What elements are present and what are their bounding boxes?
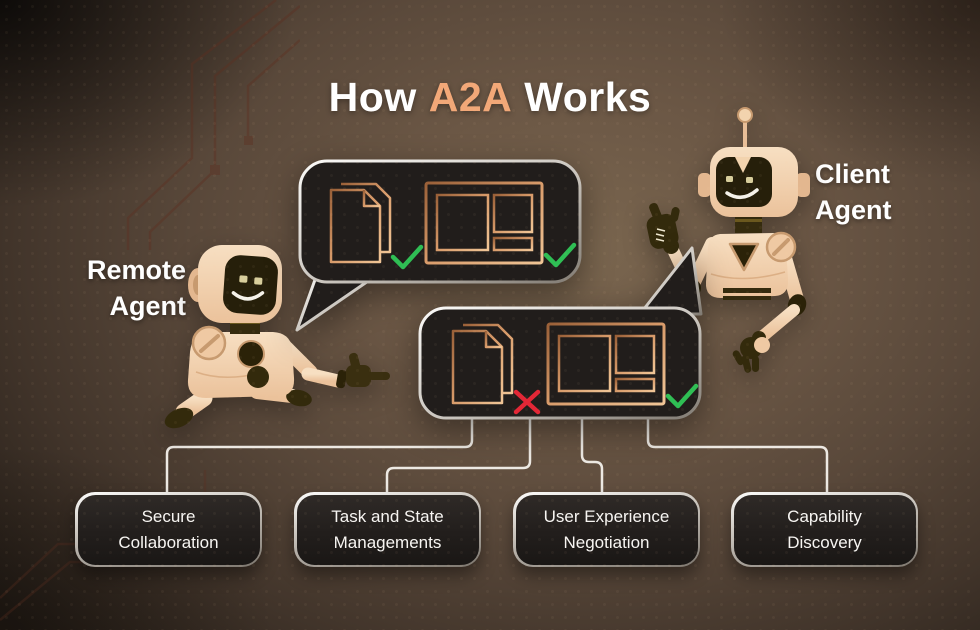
waving-hand bbox=[646, 202, 680, 249]
connector-line-4 bbox=[646, 418, 829, 494]
feature-label: Capability bbox=[787, 506, 862, 526]
check-icon bbox=[665, 383, 699, 409]
documents-icon bbox=[451, 323, 514, 405]
feature-label: Managements bbox=[333, 532, 442, 552]
title-pre: How bbox=[328, 74, 417, 120]
hanging-hand bbox=[732, 337, 770, 373]
feature-label: Discovery bbox=[787, 532, 862, 552]
layout-window-icon bbox=[546, 322, 666, 406]
title-post: Works bbox=[524, 74, 652, 120]
feature-box-user-experience-negotiation: User Experience Negotiation bbox=[513, 492, 700, 567]
feature-label: Secure bbox=[141, 506, 196, 526]
layout-window-icon bbox=[424, 181, 544, 265]
connector-line-1 bbox=[165, 418, 474, 494]
documents-icon bbox=[329, 182, 392, 264]
remote-agent-label: Remote Agent bbox=[86, 255, 186, 321]
title-highlight: A2A bbox=[428, 74, 513, 120]
feature-box-capability-discovery: Capability Discovery bbox=[731, 492, 918, 567]
check-icon bbox=[543, 242, 577, 268]
feature-box-task-state-managements: Task and State Managements bbox=[294, 492, 481, 567]
pointing-hand bbox=[346, 352, 390, 387]
feature-label: Negotiation bbox=[563, 532, 650, 552]
cross-icon bbox=[513, 389, 541, 415]
remote-agent-speech-bubble bbox=[295, 159, 582, 332]
remote-agent-robot bbox=[164, 245, 390, 429]
client-agent-label: Client Agent bbox=[815, 159, 892, 225]
feature-label: Task and State bbox=[331, 506, 444, 526]
feature-label: Collaboration bbox=[118, 532, 219, 552]
speech-tail bbox=[295, 275, 376, 332]
circuit-pattern-top-left bbox=[126, 0, 300, 250]
check-icon bbox=[390, 244, 424, 270]
speech-tail bbox=[638, 246, 703, 316]
feature-label: User Experience bbox=[543, 506, 670, 526]
client-agent-robot bbox=[646, 107, 810, 373]
connector-line-2 bbox=[385, 418, 532, 494]
client-agent-speech-bubble bbox=[418, 246, 703, 420]
connector-line-3 bbox=[580, 418, 604, 494]
feature-box-secure-collaboration: Secure Collaboration bbox=[75, 492, 262, 567]
